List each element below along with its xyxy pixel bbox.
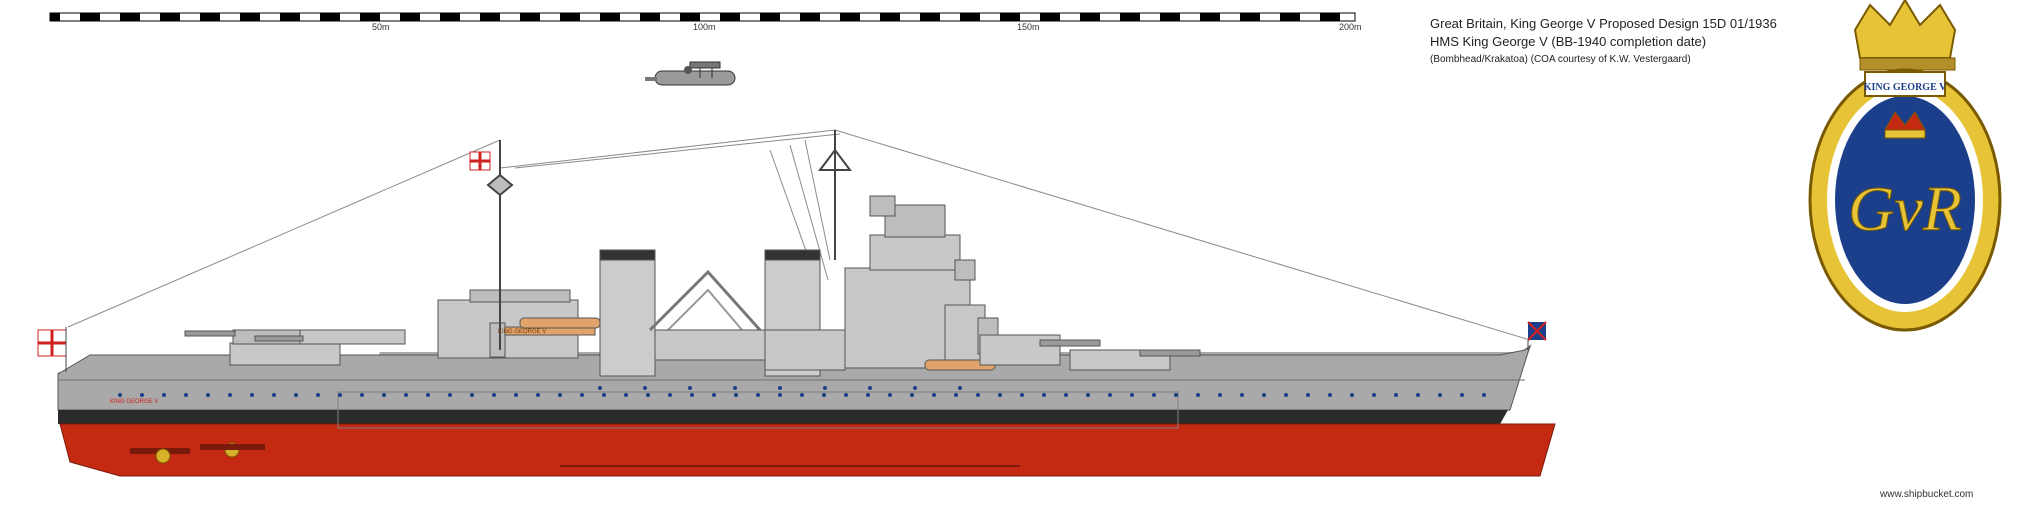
porthole [448,393,452,397]
porthole [514,393,518,397]
porthole [598,386,602,390]
porthole [888,393,892,397]
scale-label-100m: 100m [693,22,716,32]
porthole [1130,393,1134,397]
caption-credits: (Bombhead/Krakatoa) (COA courtesy of K.W… [1430,54,1691,65]
porthole [1240,393,1244,397]
porthole [932,393,936,397]
porthole [668,393,672,397]
porthole [360,393,364,397]
seaplane [645,61,736,86]
porthole [1482,393,1486,397]
caption-design-title: Great Britain, King George V Proposed De… [1430,16,1777,31]
porthole [913,386,917,390]
porthole [536,393,540,397]
porthole [1328,393,1332,397]
scale-label-50m: 50m [372,22,390,32]
masts [486,130,852,350]
porthole [162,393,166,397]
flags [37,151,1547,372]
porthole [734,393,738,397]
porthole [690,393,694,397]
porthole [1042,393,1046,397]
porthole [470,393,474,397]
porthole [1108,393,1112,397]
porthole [733,386,737,390]
porthole [800,393,804,397]
hull-name-plate: KING GEORGE V [110,399,158,405]
porthole [1372,393,1376,397]
scale-label-150m: 150m [1017,22,1040,32]
porthole [643,386,647,390]
porthole [294,393,298,397]
aft-superstructure-name-plate: KING GEORGE V [498,329,546,335]
scale-label-200m: 200m [1339,22,1362,32]
porthole [778,393,782,397]
porthole [998,393,1002,397]
superstructure [184,195,1201,377]
scale-bar [49,12,1356,22]
porthole [756,393,760,397]
porthole [958,386,962,390]
porthole [602,393,606,397]
porthole [1152,393,1156,397]
porthole [250,393,254,397]
porthole [954,393,958,397]
porthole [823,386,827,390]
porthole [1086,393,1090,397]
porthole [228,393,232,397]
porthole [140,393,144,397]
porthole [382,393,386,397]
badge-monogram: GvR [1848,173,1962,244]
porthole [558,393,562,397]
porthole [624,393,628,397]
porthole [688,386,692,390]
porthole [1196,393,1200,397]
porthole [1174,393,1178,397]
porthole [1460,393,1464,397]
porthole [1284,393,1288,397]
porthole [580,393,584,397]
ship-badge [1808,0,2002,332]
porthole [1064,393,1068,397]
site-credit: www.shipbucket.com [1880,489,1974,500]
porthole [1218,393,1222,397]
porthole [272,393,276,397]
porthole [1020,393,1024,397]
porthole [404,393,408,397]
porthole [910,393,914,397]
porthole [1262,393,1266,397]
porthole [868,386,872,390]
porthole [426,393,430,397]
portholes: /* placeholder; portholes drawn by scrip… [118,386,1486,397]
porthole [976,393,980,397]
porthole [1306,393,1310,397]
porthole [118,393,122,397]
porthole [866,393,870,397]
porthole [778,386,782,390]
porthole [338,393,342,397]
porthole [1438,393,1442,397]
porthole [822,393,826,397]
caption-ship-name: HMS King George V (BB-1940 completion da… [1430,34,1707,49]
porthole [1416,393,1420,397]
porthole [316,393,320,397]
porthole [1350,393,1354,397]
porthole [712,393,716,397]
porthole [206,393,210,397]
porthole [1394,393,1398,397]
porthole [184,393,188,397]
badge-ribbon-text: KING GEORGE V [1864,82,1947,93]
porthole [844,393,848,397]
porthole [492,393,496,397]
porthole [646,393,650,397]
